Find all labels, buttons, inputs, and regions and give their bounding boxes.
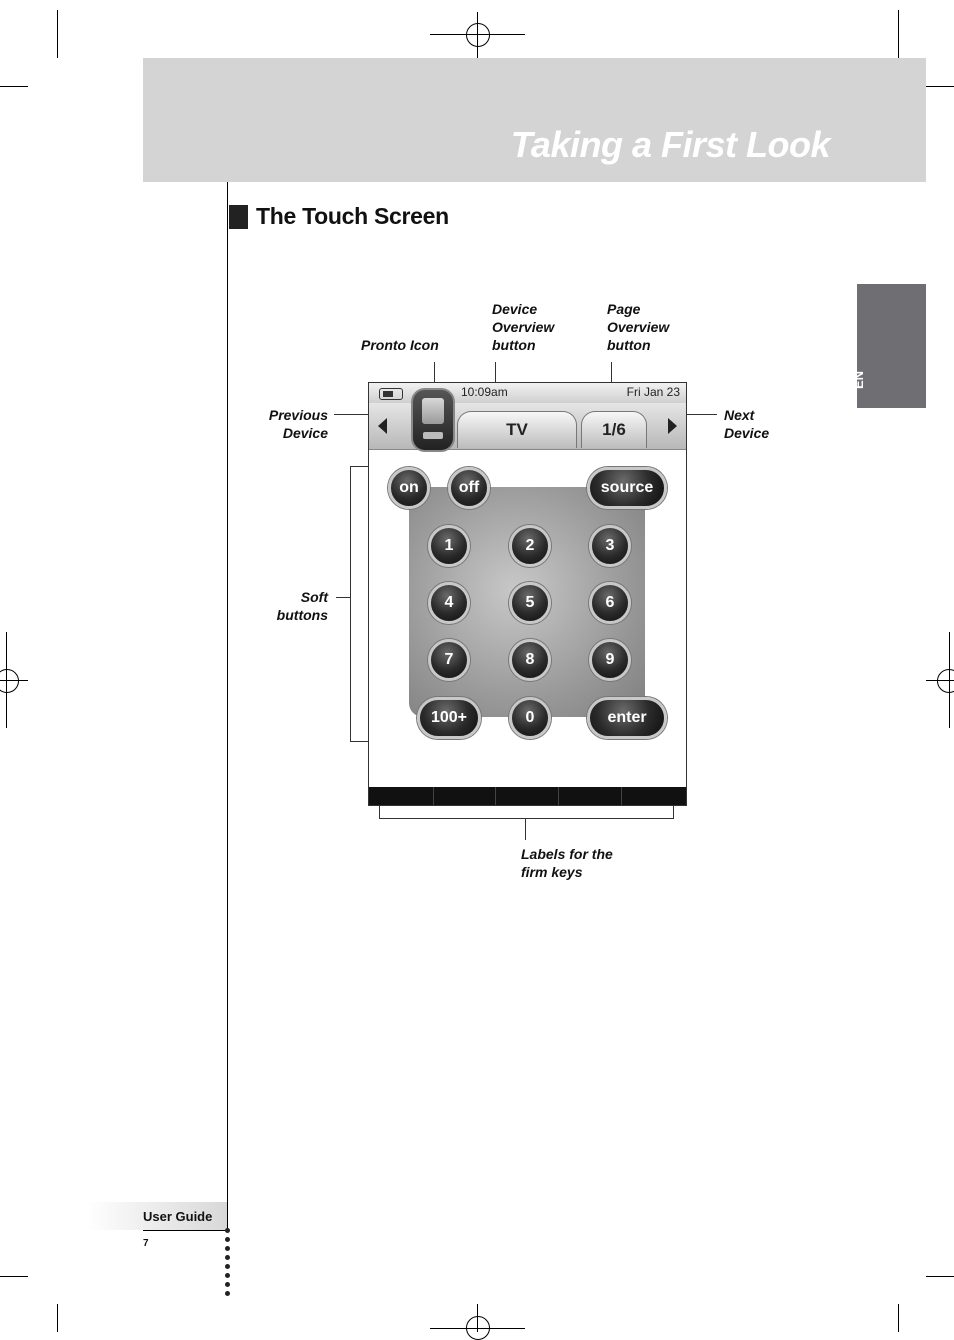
crop-mark	[898, 1304, 899, 1332]
leader-line	[525, 818, 526, 840]
clock: 10:09am	[461, 385, 508, 399]
callout-text: Pronto Icon	[361, 337, 439, 353]
bracket-line	[350, 466, 382, 467]
previous-device-button[interactable]	[373, 409, 393, 443]
footer-dot	[225, 1291, 230, 1296]
crop-mark	[0, 1276, 28, 1277]
device-overview-button[interactable]: TV	[457, 411, 577, 448]
callout-firm-keys: Labels for the firm keys	[521, 845, 613, 881]
header-band	[143, 58, 926, 182]
footer-dot	[225, 1282, 230, 1287]
battery-icon	[379, 388, 403, 400]
footer-dot	[225, 1264, 230, 1269]
next-device-button[interactable]	[662, 409, 682, 443]
firm-key-divider	[558, 787, 559, 805]
hundred-plus-button[interactable]: 100+	[417, 697, 481, 739]
page-overview-button[interactable]: 1/6	[581, 411, 647, 448]
callout-line: buttons	[276, 607, 328, 623]
digit-1-button[interactable]: 1	[428, 525, 470, 567]
callout-page-overview: Page Overview button	[607, 300, 669, 354]
callout-line: Overview	[492, 319, 555, 335]
bracket-line	[350, 466, 351, 742]
callout-line: Device	[282, 425, 328, 441]
callout-line: Previous	[268, 407, 328, 423]
pronto-screen-graphic	[422, 398, 444, 424]
firm-key-divider	[495, 787, 496, 805]
footer-dot	[225, 1273, 230, 1278]
crop-mark	[926, 86, 954, 87]
callout-next-device: Next Device	[724, 406, 769, 442]
callout-line: Page	[607, 301, 641, 317]
callout-line: button	[492, 337, 536, 353]
callout-pronto-icon: Pronto Icon	[361, 336, 439, 354]
registration-mark	[0, 669, 19, 693]
pronto-icon[interactable]	[411, 388, 455, 452]
chapter-title: Taking a First Look	[510, 124, 831, 165]
footer-dot	[225, 1246, 230, 1251]
pronto-base-graphic	[423, 432, 443, 439]
digit-4-button[interactable]: 4	[428, 582, 470, 624]
callout-line: Overview	[607, 319, 670, 335]
footer-band	[86, 1202, 227, 1230]
digit-2-button[interactable]: 2	[509, 525, 551, 567]
language-label: EN	[851, 370, 866, 389]
digit-6-button[interactable]: 6	[589, 582, 631, 624]
language-tab	[857, 284, 926, 408]
arrow-left-icon	[378, 418, 387, 434]
crop-mark	[57, 10, 58, 58]
callout-line: Device	[492, 301, 538, 317]
digit-9-button[interactable]: 9	[589, 639, 631, 681]
page-number: 7	[143, 1238, 149, 1249]
bracket-line	[379, 806, 380, 819]
left-rule	[227, 182, 228, 1232]
callout-line: Soft	[300, 589, 328, 605]
section-marker	[229, 205, 248, 229]
digit-8-button[interactable]: 8	[509, 639, 551, 681]
registration-mark	[466, 1316, 490, 1340]
registration-mark	[466, 23, 490, 47]
bracket-line	[379, 818, 674, 819]
crop-mark	[926, 1276, 954, 1277]
leader-line	[669, 414, 717, 415]
enter-button[interactable]: enter	[587, 697, 667, 739]
digit-7-button[interactable]: 7	[428, 639, 470, 681]
firm-key-labels	[369, 787, 686, 805]
section-title: The Touch Screen	[256, 203, 449, 229]
firm-key-divider	[433, 787, 434, 805]
bracket-line	[673, 806, 674, 819]
leader-line	[434, 362, 435, 398]
source-button[interactable]: source	[587, 467, 667, 509]
date: Fri Jan 23	[626, 385, 680, 399]
off-button[interactable]: off	[448, 467, 490, 509]
callout-line: Next	[724, 407, 755, 423]
digit-3-button[interactable]: 3	[589, 525, 631, 567]
footer-rule	[143, 1230, 228, 1231]
footer-dot	[225, 1255, 230, 1260]
digit-0-button[interactable]: 0	[509, 697, 551, 739]
callout-line: button	[607, 337, 651, 353]
footer-label: User Guide	[143, 1209, 213, 1224]
callout-line: firm keys	[521, 864, 583, 880]
digit-5-button[interactable]: 5	[509, 582, 551, 624]
crop-mark	[898, 10, 899, 58]
callout-line: Labels for the	[521, 846, 613, 862]
arrow-right-icon	[668, 418, 677, 434]
leader-line	[336, 597, 350, 598]
crop-mark	[0, 86, 28, 87]
touch-screen: 10:09am Fri Jan 23 TV 1/6 on off source …	[368, 382, 687, 806]
registration-mark	[937, 669, 954, 693]
callout-soft-buttons: Soft buttons	[240, 588, 328, 624]
footer-dot	[225, 1228, 230, 1233]
footer-dot	[225, 1237, 230, 1242]
callout-line: Device	[724, 425, 770, 441]
callout-device-overview: Device Overview button	[492, 300, 554, 354]
bracket-line	[350, 741, 382, 742]
on-button[interactable]: on	[388, 467, 430, 509]
callout-previous-device: Previous Device	[240, 406, 328, 442]
firm-key-divider	[621, 787, 622, 805]
leader-line	[334, 414, 384, 415]
crop-mark	[57, 1304, 58, 1332]
